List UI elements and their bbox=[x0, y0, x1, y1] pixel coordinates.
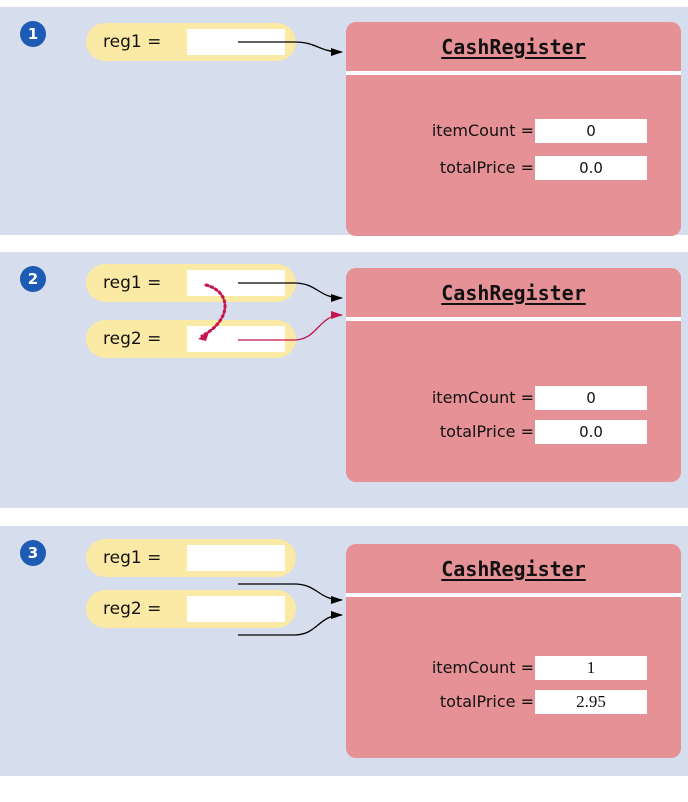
cash-register-object: CashRegister itemCount = 0 totalPrice = … bbox=[346, 268, 681, 482]
reg2-variable: reg2 = bbox=[86, 590, 296, 628]
item-count-field: itemCount = 1 bbox=[346, 656, 681, 680]
cash-register-object: CashRegister itemCount = 1 totalPrice = … bbox=[346, 544, 681, 758]
reg2-label: reg2 = bbox=[103, 599, 162, 619]
total-price-label: totalPrice = bbox=[439, 692, 534, 711]
step-3-badge: 3 bbox=[20, 540, 46, 566]
item-count-value: 1 bbox=[535, 656, 647, 680]
item-count-field: itemCount = 0 bbox=[346, 119, 681, 143]
total-price-field: totalPrice = 2.95 bbox=[346, 690, 681, 714]
total-price-field: totalPrice = 0.0 bbox=[346, 156, 681, 180]
item-count-label: itemCount = bbox=[431, 658, 534, 677]
object-title: CashRegister bbox=[441, 280, 586, 305]
cash-register-object: CashRegister itemCount = 0 totalPrice = … bbox=[346, 22, 681, 236]
item-count-field: itemCount = 0 bbox=[346, 386, 681, 410]
reg1-variable: reg1 = bbox=[86, 539, 296, 577]
total-price-value: 2.95 bbox=[535, 690, 647, 714]
item-count-value: 0 bbox=[535, 119, 647, 143]
reg1-reference-box bbox=[187, 545, 285, 571]
reg2-label: reg2 = bbox=[103, 329, 162, 349]
step-1-badge: 1 bbox=[20, 21, 46, 47]
object-title: CashRegister bbox=[441, 34, 586, 59]
step-2-badge: 2 bbox=[20, 266, 46, 292]
reg2-reference-box bbox=[187, 596, 285, 622]
reg1-variable: reg1 = bbox=[86, 23, 296, 61]
reg1-reference-box bbox=[187, 270, 285, 296]
reg1-variable: reg1 = bbox=[86, 264, 296, 302]
total-price-value: 0.0 bbox=[535, 420, 647, 444]
object-divider bbox=[346, 71, 681, 75]
item-count-label: itemCount = bbox=[431, 388, 534, 407]
object-title: CashRegister bbox=[441, 556, 586, 581]
item-count-value: 0 bbox=[535, 386, 647, 410]
object-divider bbox=[346, 317, 681, 321]
reg1-reference-box bbox=[187, 29, 285, 55]
reg1-label: reg1 = bbox=[103, 548, 162, 568]
step-3-panel: 3 reg1 = reg2 = CashRegister itemCount =… bbox=[0, 526, 688, 776]
reg1-label: reg1 = bbox=[103, 32, 162, 52]
reg1-label: reg1 = bbox=[103, 273, 162, 293]
step-2-panel: 2 reg1 = reg2 = CashRegister itemCount =… bbox=[0, 252, 688, 508]
reg2-reference-box bbox=[187, 326, 285, 352]
total-price-field: totalPrice = 0.0 bbox=[346, 420, 681, 444]
total-price-value: 0.0 bbox=[535, 156, 647, 180]
total-price-label: totalPrice = bbox=[439, 422, 534, 441]
item-count-label: itemCount = bbox=[431, 121, 534, 140]
object-divider bbox=[346, 593, 681, 597]
step-1-panel: 1 reg1 = CashRegister itemCount = 0 tota… bbox=[0, 7, 688, 236]
reg2-variable: reg2 = bbox=[86, 320, 296, 358]
total-price-label: totalPrice = bbox=[439, 158, 534, 177]
